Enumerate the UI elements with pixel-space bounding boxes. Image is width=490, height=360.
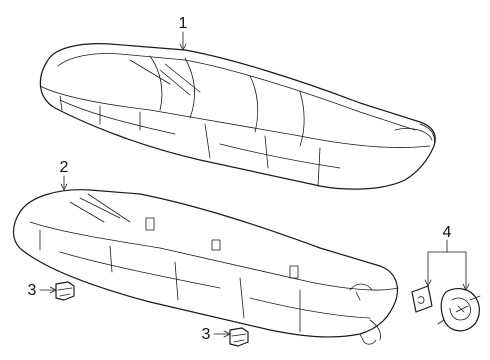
latch-plate — [411, 285, 433, 313]
retainer-clip-left — [55, 281, 75, 301]
seat-bottom-cushion — [12, 189, 399, 345]
retainer-clip-bottom — [229, 327, 249, 347]
leader-arrow-4a — [424, 279, 432, 287]
leader-arrow-1 — [179, 43, 187, 51]
callout-3-left: 3 — [28, 282, 37, 299]
seat-back-cushion — [39, 43, 436, 190]
callout-4: 4 — [443, 224, 452, 241]
callout-1: 1 — [179, 15, 188, 32]
leader-arrow-4b — [462, 283, 470, 291]
leader-lines — [39, 31, 470, 338]
leader-arrow-3b — [223, 330, 231, 338]
leader-arrow-2 — [60, 183, 68, 191]
callout-2: 2 — [60, 159, 69, 176]
latch-assembly — [437, 288, 481, 332]
leader-arrow-3a — [49, 286, 57, 294]
callout-3-bottom: 3 — [202, 326, 211, 343]
